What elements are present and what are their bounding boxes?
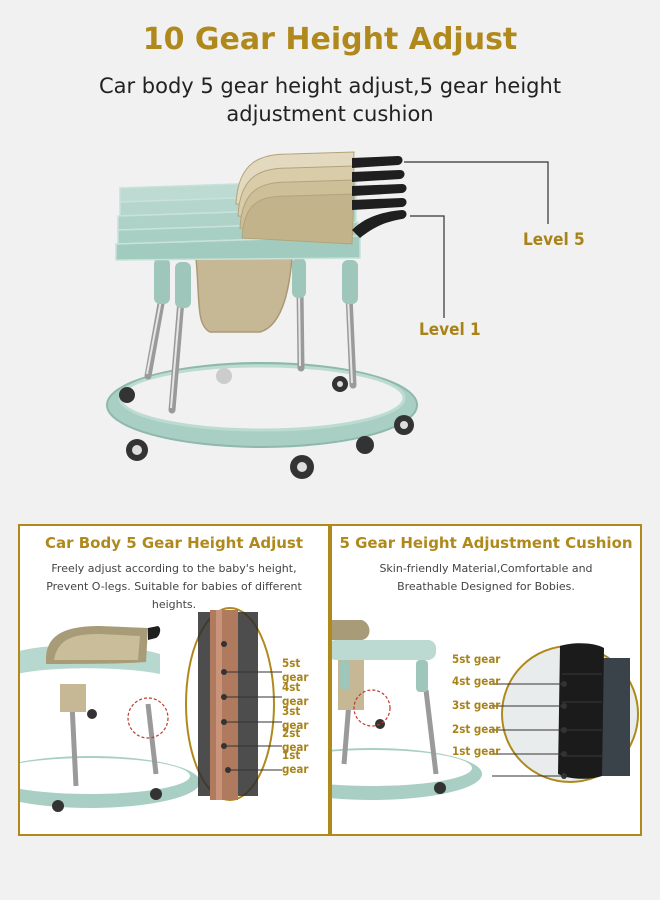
panel-title: 5 Gear Height Adjustment Cushion xyxy=(339,534,633,552)
page-title: 10 Gear Height Adjust xyxy=(142,22,518,57)
gear-label-1: 1st gear xyxy=(282,748,309,776)
gear-label-4: 4st gear xyxy=(282,680,309,708)
level-5-label: Level 5 xyxy=(523,230,585,250)
panel-title: Car Body 5 Gear Height Adjust xyxy=(44,534,304,552)
cushion-closeup-illustration xyxy=(332,620,639,800)
baby-walker-illustration xyxy=(106,151,549,479)
gear-label-2: 2st gear xyxy=(282,726,309,754)
level-1-label: Level 1 xyxy=(419,320,481,340)
gear-label-5: 5st gear xyxy=(452,652,501,666)
gear-label-3: 3st gear xyxy=(282,704,309,732)
gear-label-4: 4st gear xyxy=(452,674,501,688)
panel-cushion-height: 5 Gear Height Adjustment Cushion Skin-fr… xyxy=(330,524,642,836)
gear-label-5: 5st gear xyxy=(282,656,309,684)
page-subtitle: Car body 5 gear height adjust,5 gear hei… xyxy=(98,74,562,126)
gear-label-2: 2st gear xyxy=(452,722,501,736)
gear-label-3: 3st gear xyxy=(452,698,501,712)
gear-label-1: 1st gear xyxy=(452,744,501,758)
panel-description: Freely adjust according to the baby's he… xyxy=(46,562,302,611)
panel-body-height: Car Body 5 Gear Height Adjust Freely adj… xyxy=(18,524,330,836)
walker-leg-closeup-illustration xyxy=(20,607,282,812)
panel-description: Skin-friendly Material,Comfortable and B… xyxy=(379,562,593,593)
